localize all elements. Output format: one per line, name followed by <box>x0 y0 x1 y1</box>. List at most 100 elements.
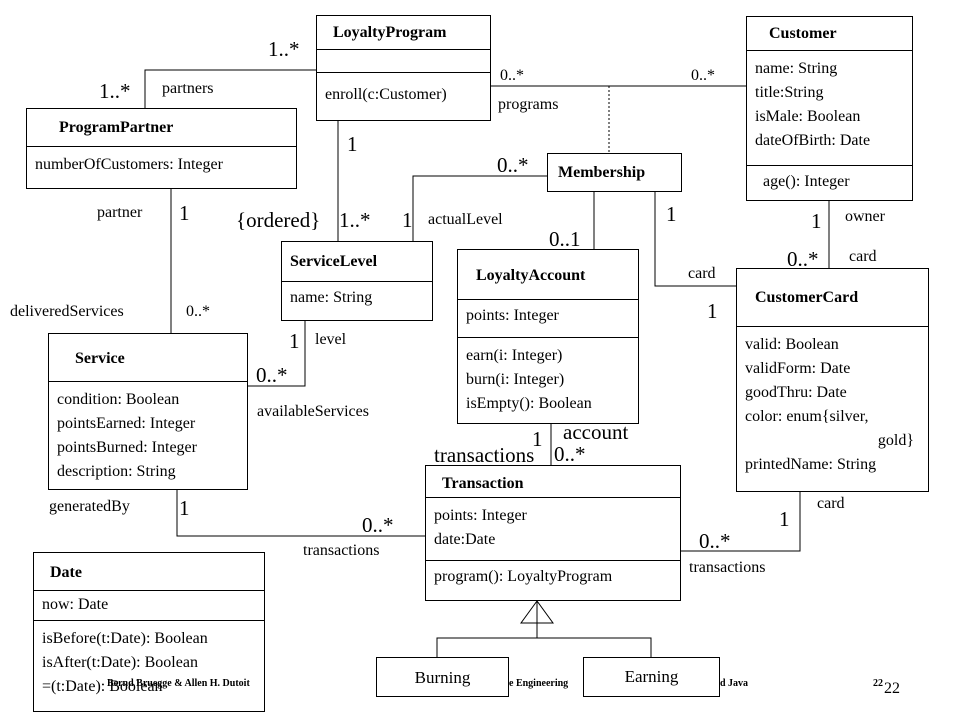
line-available-services <box>248 321 306 387</box>
line-service-transactions <box>176 490 425 537</box>
attribute: name: String <box>755 60 838 77</box>
class-service: Service condition: Boolean pointsEarned:… <box>48 333 248 490</box>
class-loyalty-account: LoyaltyAccount points: Integer earn(i: I… <box>457 249 639 424</box>
attribute: numberOfCustomers: Integer <box>35 156 223 173</box>
attributes-section: points: Integer <box>458 300 638 338</box>
attribute: isMale: Boolean <box>755 108 861 125</box>
label-service-tx-mult: 0..* <box>362 513 394 537</box>
line-card-transactions <box>681 492 801 552</box>
label-card-from-membership-mult: 1 <box>666 202 677 226</box>
label-delivered-mult: 0..* <box>186 303 210 320</box>
label-generated-mult: 1 <box>179 496 190 520</box>
attribute: printedName: String <box>745 456 877 473</box>
class-earning: Earning <box>583 657 720 697</box>
attribute: description: String <box>57 463 176 480</box>
line-membership-card <box>654 192 736 287</box>
line-inheritance-branch-right <box>537 637 652 657</box>
operation: isAfter(t:Date): Boolean <box>42 654 198 671</box>
operation: enroll(c:Customer) <box>325 86 447 103</box>
attribute: goodThru: Date <box>745 384 847 401</box>
label-delivered-services: deliveredServices <box>10 303 124 320</box>
attributes-section: points: Integer date:Date <box>426 498 680 561</box>
label-card: card <box>849 248 877 265</box>
label-card-mult: 1 <box>707 299 718 323</box>
attribute: name: String <box>290 289 373 306</box>
page-number: 22 <box>884 680 900 697</box>
attributes-section: name: String title:String isMale: Boolea… <box>747 51 912 166</box>
label-cust-card-mult: 0..* <box>787 247 819 271</box>
label-card-tx-mult: 0..* <box>699 529 731 553</box>
attribute: date:Date <box>434 531 496 548</box>
attributes-section <box>317 50 490 73</box>
label-transactions-top-mult: 0..* <box>554 442 586 466</box>
operations-section: enroll(c:Customer) <box>317 73 490 111</box>
class-burning: Burning <box>376 657 509 697</box>
label-account-mult: 0..1 <box>549 227 581 251</box>
label-program-mult: 1..* <box>99 79 131 103</box>
attribute: valid: Boolean <box>745 336 839 353</box>
class-customer-card: CustomerCard valid: Boolean validForm: D… <box>736 268 929 492</box>
attributes-section: numberOfCustomers: Integer <box>27 147 296 181</box>
label-membership-mult: 0..* <box>497 153 529 177</box>
attribute: now: Date <box>42 596 109 613</box>
label-programs-mult-a: 0..* <box>500 67 524 84</box>
label-owner: owner <box>845 208 885 225</box>
class-program-partner: ProgramPartner numberOfCustomers: Intege… <box>26 108 297 189</box>
label-lp-level-mult: 1 <box>347 132 358 156</box>
label-owner-mult: 1 <box>811 209 822 233</box>
class-name: ProgramPartner <box>27 109 296 147</box>
attributes-section: condition: Boolean pointsEarned: Integer… <box>49 382 247 488</box>
label-level-mult: 1 <box>289 329 300 353</box>
operation: earn(i: Integer) <box>466 347 563 364</box>
class-service-level: ServiceLevel name: String <box>281 241 433 321</box>
class-transaction: Transaction points: Integer date:Date pr… <box>425 465 681 601</box>
footer-course: e Engineering <box>509 678 569 689</box>
class-name: CustomerCard <box>737 269 928 327</box>
class-name: Transaction <box>426 466 680 498</box>
label-partners-mult: 1..* <box>268 37 300 61</box>
label-account: account <box>563 420 629 444</box>
operation: isBefore(t:Date): Boolean <box>42 630 208 647</box>
attribute: pointsEarned: Integer <box>57 415 196 432</box>
class-name: Service <box>49 334 247 382</box>
class-name: Membership <box>558 164 646 181</box>
class-membership: Membership <box>547 153 682 192</box>
label-programs-mult-b: 0..* <box>691 67 715 84</box>
class-loyalty-program: LoyaltyProgram enroll(c:Customer) <box>316 15 491 121</box>
label-level: level <box>315 331 347 348</box>
attributes-section: name: String <box>282 282 432 314</box>
attribute: points: Integer <box>434 507 527 524</box>
label-account-one: 1 <box>532 427 543 451</box>
attribute: color: enum{silver, <box>745 408 869 425</box>
label-card-tx-mult-top: 1 <box>779 507 790 531</box>
label-partners: partners <box>162 80 214 97</box>
attribute: condition: Boolean <box>57 391 180 408</box>
footer-authors: Bernd Bruegge & Allen H. Dutoit <box>107 678 250 689</box>
line-partners <box>144 69 316 108</box>
line-inheritance-branches <box>436 623 538 657</box>
attributes-section: now: Date <box>34 591 264 621</box>
label-generated-by: generatedBy <box>49 498 130 515</box>
attribute: title:String <box>755 84 824 101</box>
attribute: points: Integer <box>466 307 559 324</box>
operation: age(): Integer <box>763 173 850 190</box>
label-actual-level: actualLevel <box>428 211 503 228</box>
operations-section: age(): Integer <box>747 166 912 198</box>
label-service-tx: transactions <box>303 542 380 559</box>
label-available-services: availableServices <box>257 403 369 420</box>
operation: isEmpty(): Boolean <box>466 395 592 412</box>
class-name: Customer <box>747 17 912 51</box>
operation: program(): LoyaltyProgram <box>434 568 613 585</box>
line-actual-level <box>412 175 547 241</box>
label-available-mult: 0..* <box>256 363 288 387</box>
label-card-role: card <box>688 265 716 282</box>
class-name: ServiceLevel <box>282 242 432 282</box>
class-name: Date <box>34 553 264 591</box>
attributes-section: valid: Boolean validForm: Date goodThru:… <box>737 327 928 481</box>
label-transactions-top: transactions <box>434 443 535 467</box>
operations-section: earn(i: Integer) burn(i: Integer) isEmpt… <box>458 338 638 420</box>
attribute: pointsBurned: Integer <box>57 439 197 456</box>
class-name: LoyaltyProgram <box>317 16 490 50</box>
footer-java: d Java <box>720 678 749 689</box>
